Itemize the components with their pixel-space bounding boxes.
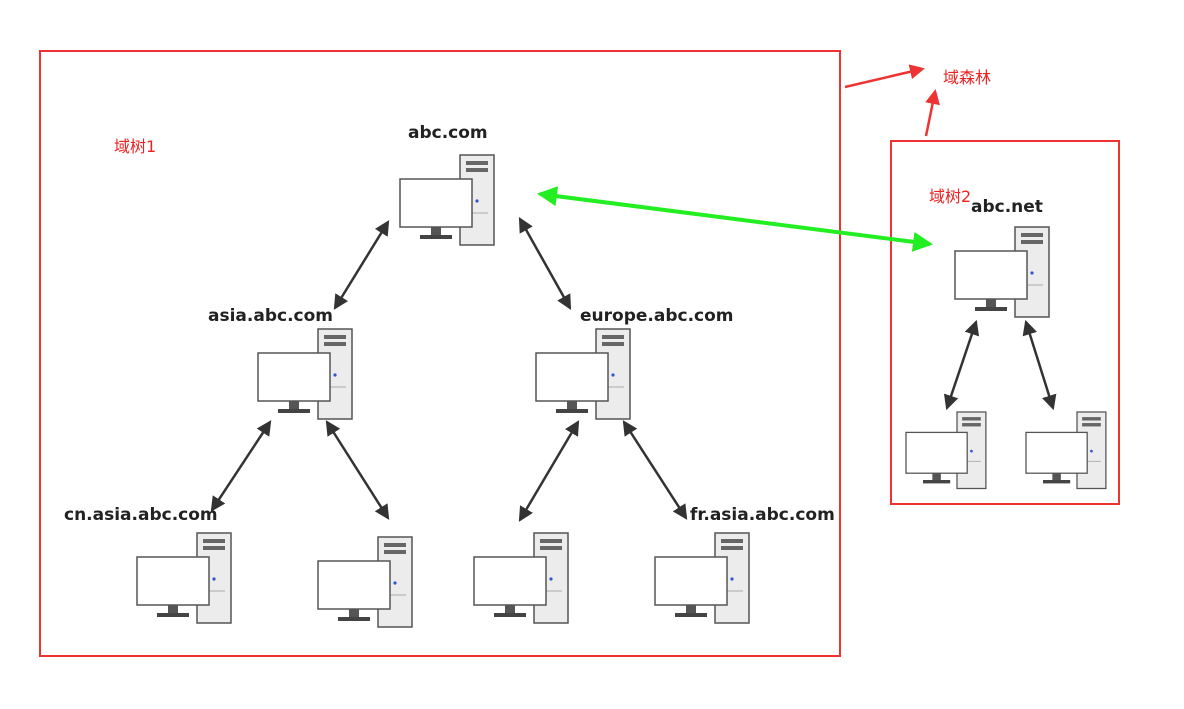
computer-icon: [1025, 411, 1107, 490]
trust-link-arrow: [537, 186, 933, 252]
forest-pointer-arrow: [844, 64, 925, 89]
node-label-fr: fr.asia.abc.com: [690, 505, 835, 525]
double-arrow: [333, 220, 390, 310]
computer-icon: [317, 536, 413, 628]
node-label-asia: asia.abc.com: [208, 306, 333, 326]
node-label-cn: cn.asia.abc.com: [64, 505, 218, 525]
computer-icon: [535, 328, 631, 420]
forest-label: 域森林: [943, 68, 991, 87]
double-arrow: [1022, 319, 1057, 411]
double-arrow: [210, 420, 272, 512]
double-arrow: [943, 319, 980, 411]
tree2-boundary: [890, 140, 1120, 505]
node-label-net: abc.net: [971, 197, 1043, 217]
node-label-root: abc.com: [408, 123, 488, 143]
tree1-label: 域树1: [114, 137, 156, 156]
computer-icon: [905, 411, 987, 490]
forest-pointer-arrow: [924, 89, 940, 137]
computer-icon: [399, 154, 495, 246]
double-arrow: [622, 420, 688, 520]
double-arrow: [518, 420, 580, 522]
tree1-boundary: [39, 50, 841, 657]
node-label-europe: europe.abc.com: [580, 306, 734, 326]
computer-icon: [473, 532, 569, 624]
double-arrow: [325, 420, 390, 520]
computer-icon: [136, 532, 232, 624]
computer-icon: [954, 226, 1050, 318]
computer-icon: [654, 532, 750, 624]
computer-icon: [257, 328, 353, 420]
tree2-label: 域树2: [929, 187, 971, 206]
double-arrow: [518, 217, 572, 310]
